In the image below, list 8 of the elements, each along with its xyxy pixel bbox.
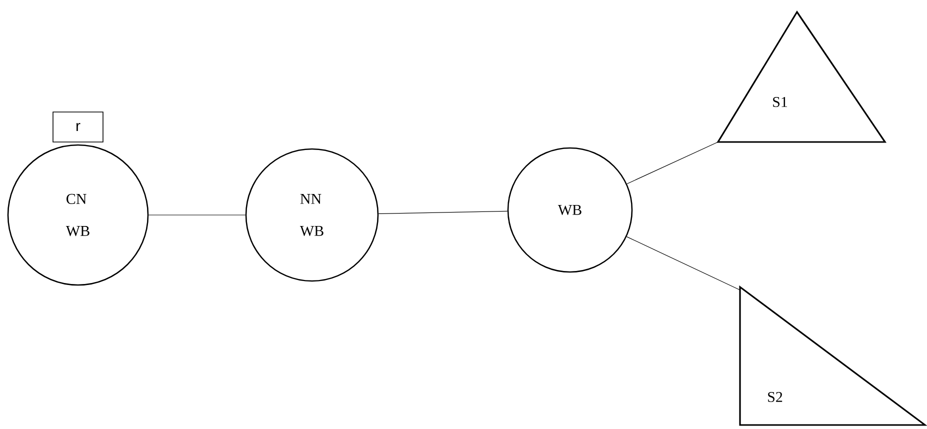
circle-node: CN WB <box>7 144 149 286</box>
connector-line <box>378 210 508 214</box>
circle-node: WB <box>507 147 633 273</box>
circle-node: NN WB <box>245 148 379 282</box>
connector-line <box>626 236 740 290</box>
label-box: r <box>52 112 104 142</box>
connector-line <box>148 214 246 216</box>
connector-line <box>626 142 718 184</box>
